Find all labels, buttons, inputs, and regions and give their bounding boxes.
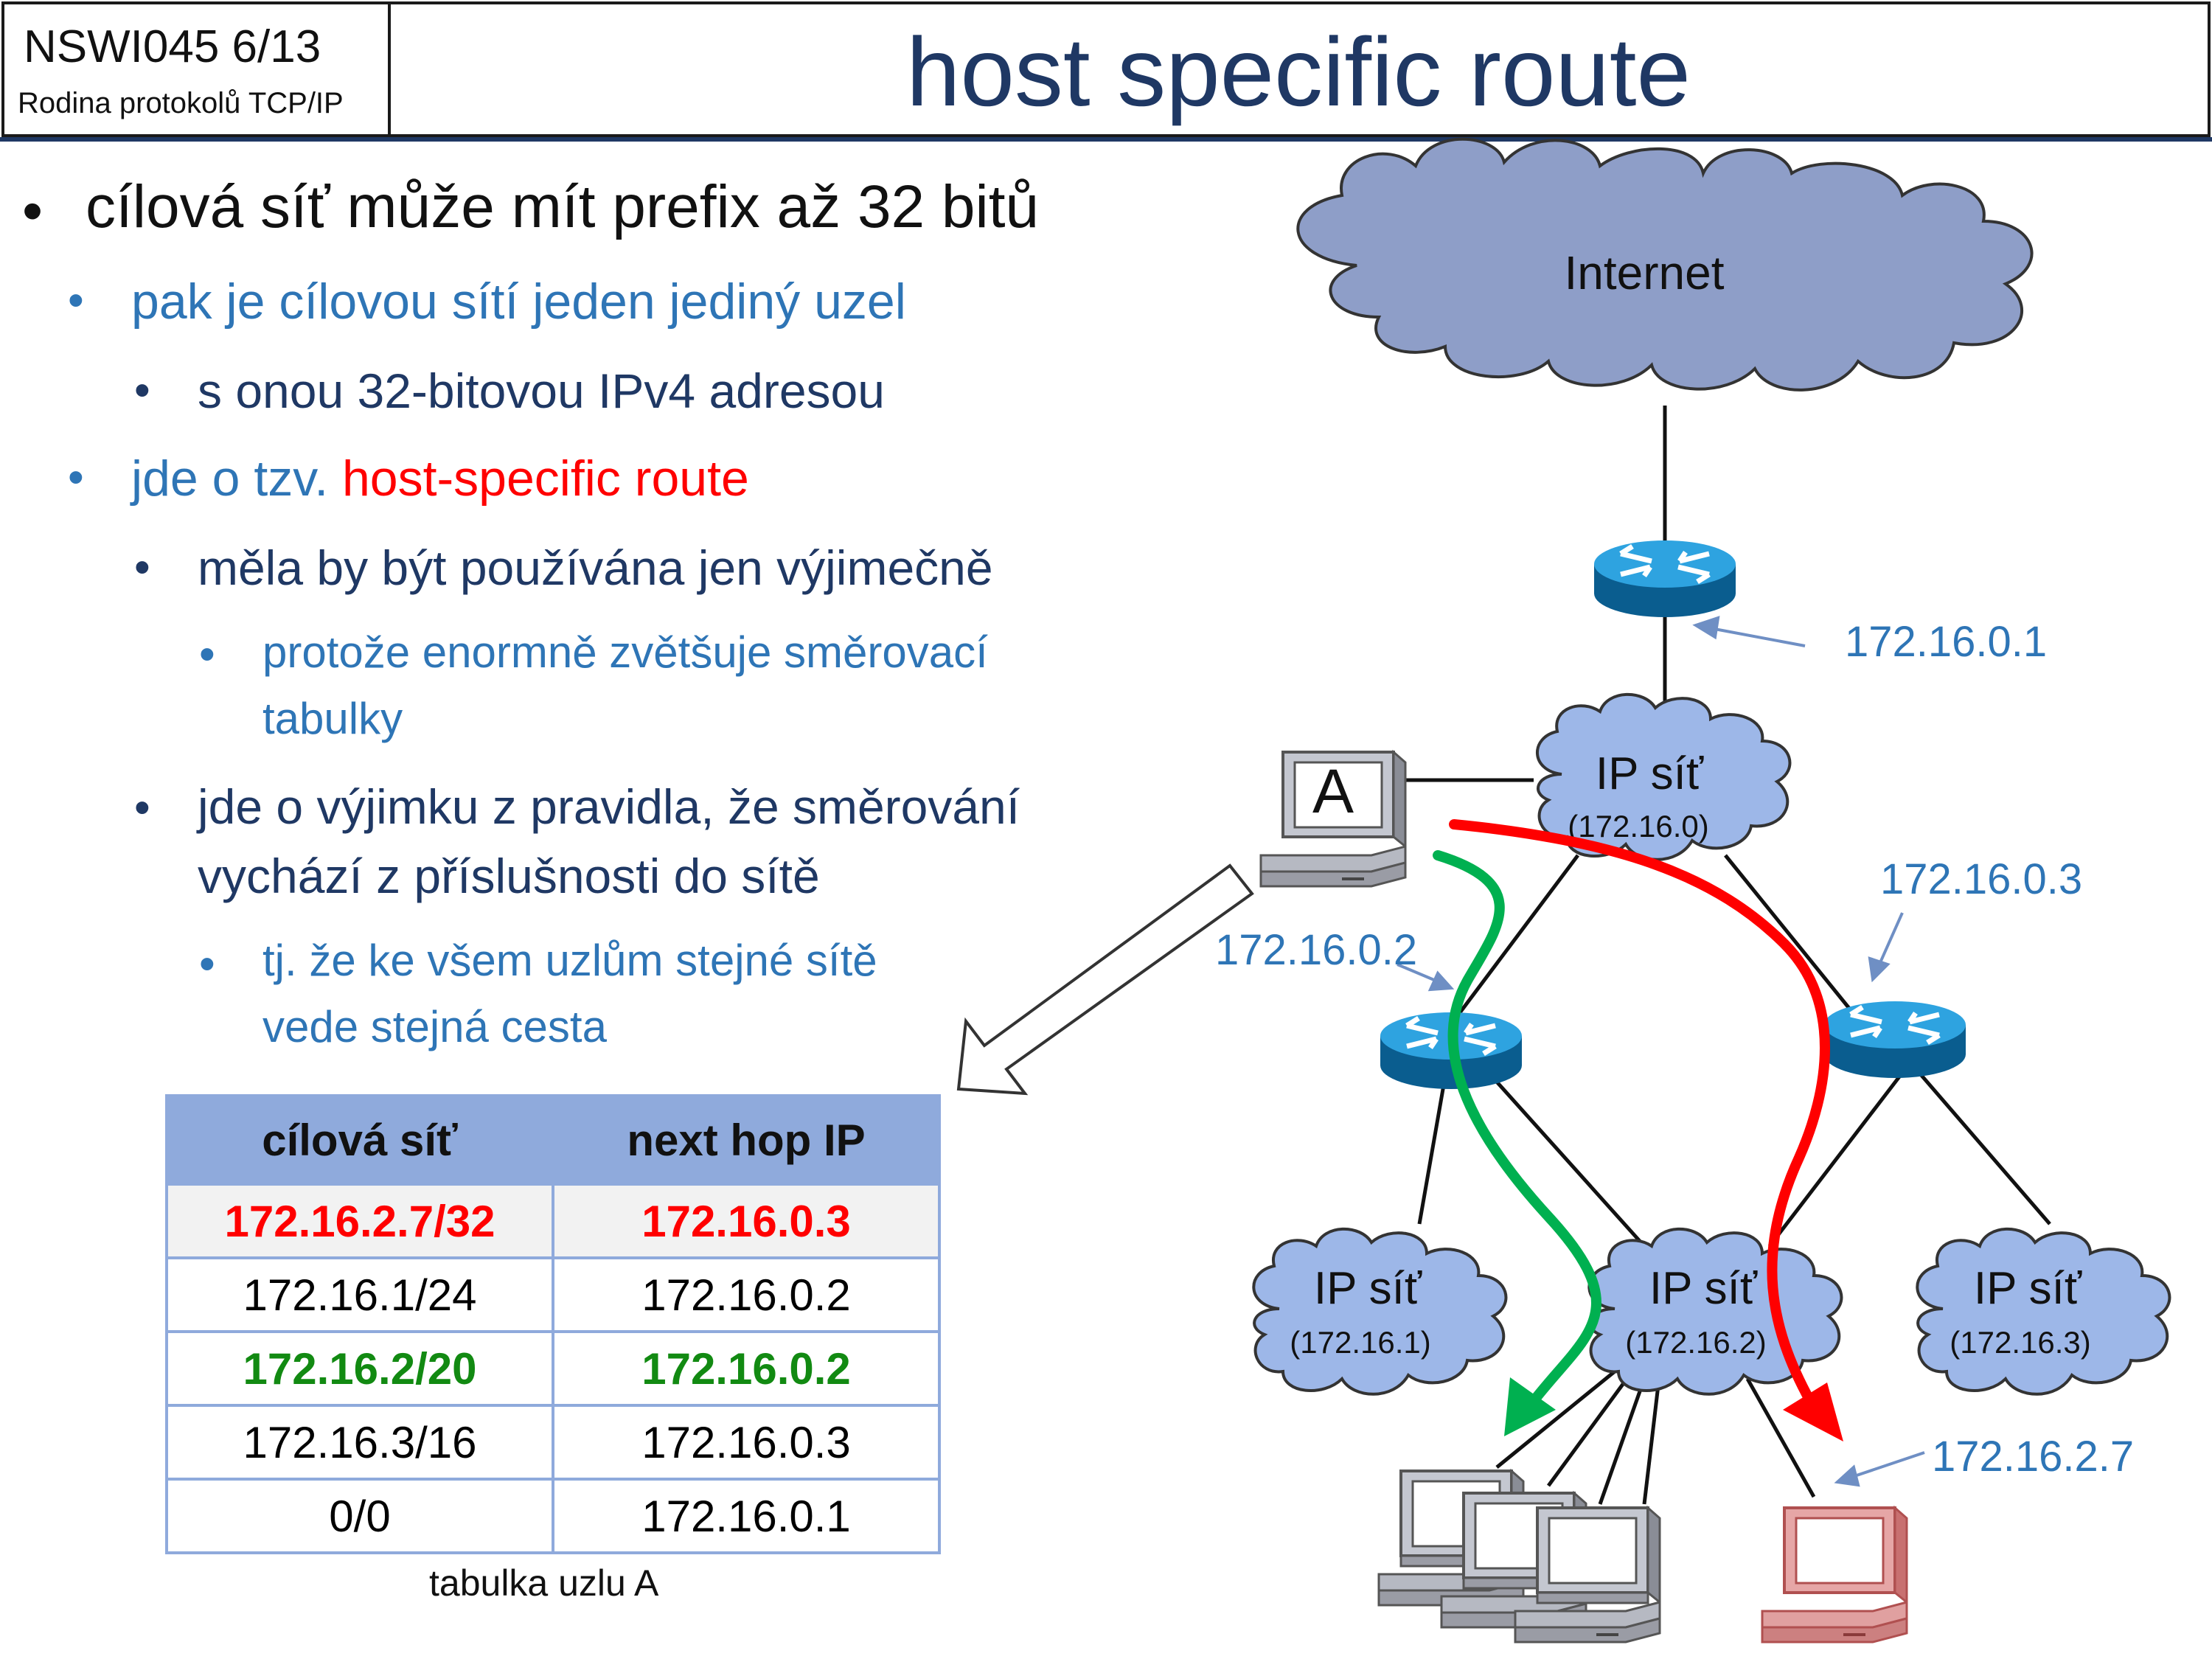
cell-destination: 172.16.1/24 [165,1256,554,1333]
bullet-2: pak je cílovou sítí jeden jediný uzel [131,274,906,330]
bullet-6-line2: tabulky [262,694,403,743]
bullet-7-line1: jde o výjimku z pravidla, že směrování [198,779,1020,834]
net2-addr: (172.16.2) [1625,1325,1766,1360]
net1-name: IP síť [1314,1263,1422,1314]
hollow-arrow [956,863,1254,1096]
bullet-7-line2: vychází z příslušnosti do sítě [198,849,820,903]
cell-next-hop: 172.16.0.3 [552,1183,941,1259]
bullet-3: s onou 32-bitovou IPv4 adresou [198,364,885,418]
net1-addr: (172.16.1) [1290,1325,1430,1360]
internet-cloud [1296,137,2034,392]
table-header-row: cílová síť next hop IP [165,1094,941,1186]
host-a-computer-icon [1259,749,1407,888]
bullet-dot: • [199,939,215,990]
bullet-dot: • [134,542,150,593]
cell-destination: 0/0 [165,1478,554,1554]
computer-icon [1514,1506,1661,1644]
router-top-ip: 172.16.0.1 [1845,618,2047,666]
net1-cloud: IP síť (172.16.1) [1252,1227,1508,1396]
router-left-ip: 172.16.0.2 [1215,926,1417,974]
green-route [1433,850,1601,1406]
net2-cloud: IP síť (172.16.2) [1587,1227,1843,1396]
net3-cloud: IP síť (172.16.3) [1916,1227,2171,1396]
red-route [1449,819,1830,1406]
cell-destination: 172.16.2/20 [165,1330,554,1407]
net0-name: IP síť [1596,748,1704,799]
host-specific-route-term: host-specific route [341,451,749,507]
bullet-dot: • [22,178,44,243]
green-arrowhead [1504,1377,1556,1436]
red-arrowhead [1783,1382,1843,1441]
router-right-ip: 172.16.0.3 [1880,855,2082,903]
net3-addr: (172.16.3) [1950,1325,2090,1360]
table-row: 172.16.1/24 172.16.0.2 [165,1256,941,1333]
cell-next-hop: 172.16.0.2 [552,1330,941,1407]
net0-cloud: IP síť (172.16.0) [1536,692,1792,861]
cell-next-hop: 172.16.0.1 [552,1478,941,1554]
table-row: 172.16.3/16 172.16.0.3 [165,1404,941,1481]
bullet-1: cílová síť může mít prefix až 32 bitů [86,173,1040,240]
router-right-icon [1824,1001,1966,1078]
bullet-dot: • [68,275,84,326]
course-code: NSWI045 6/13 [24,21,321,72]
ip-pointer-arrows [1397,616,1925,1487]
bullet-dot: • [134,365,150,416]
table-row: 0/0 172.16.0.1 [165,1478,941,1554]
cell-next-hop: 172.16.0.2 [552,1256,941,1333]
title-box: host specific route [389,1,2211,137]
col-header-destination: cílová síť [165,1094,554,1186]
net3-name: IP síť [1974,1263,2082,1314]
net2-name: IP síť [1649,1263,1758,1314]
target-host-ip: 172.16.2.7 [1932,1433,2134,1481]
table-row: 172.16.2/20 172.16.0.2 [165,1330,941,1407]
router-top-icon [1594,540,1736,617]
course-box: NSWI045 6/13 Rodina protokolů TCP/IP [1,1,391,137]
bullet-dot: • [199,629,215,680]
table-caption: tabulka uzlu A [429,1562,659,1604]
routing-table: cílová síť next hop IP 172.16.2.7/32 172… [165,1094,941,1554]
target-computer-icon [1761,1505,1908,1644]
cell-destination: 172.16.2.7/32 [165,1183,554,1259]
bullet-4: jde o tzv. host-specific route [131,450,749,507]
bullet-8-line1: tj. že ke všem uzlům stejné sítě [262,936,877,985]
col-header-next-hop: next hop IP [552,1094,941,1186]
bullet-dot: • [134,782,150,833]
bullet-6-line1: protože enormně zvětšuje směrovací [262,627,988,677]
net0-addr: (172.16.0) [1568,809,1708,844]
cell-next-hop: 172.16.0.3 [552,1404,941,1481]
cell-destination: 172.16.3/16 [165,1404,554,1481]
course-subtitle: Rodina protokolů TCP/IP [18,87,344,119]
internet-label: Internet [1564,246,1724,299]
bullet-dot: • [68,452,84,503]
bullet-4-text: jde o tzv. [131,451,342,507]
page-title: host specific route [906,18,1691,126]
header-divider [0,137,2212,142]
table-row: 172.16.2.7/32 172.16.0.3 [165,1183,941,1259]
links [1394,406,2051,1505]
host-a-label: A [1312,757,1354,826]
bullet-8-line2: vede stejná cesta [262,1002,607,1051]
bullet-5: měla by být používána jen výjimečně [198,540,993,595]
